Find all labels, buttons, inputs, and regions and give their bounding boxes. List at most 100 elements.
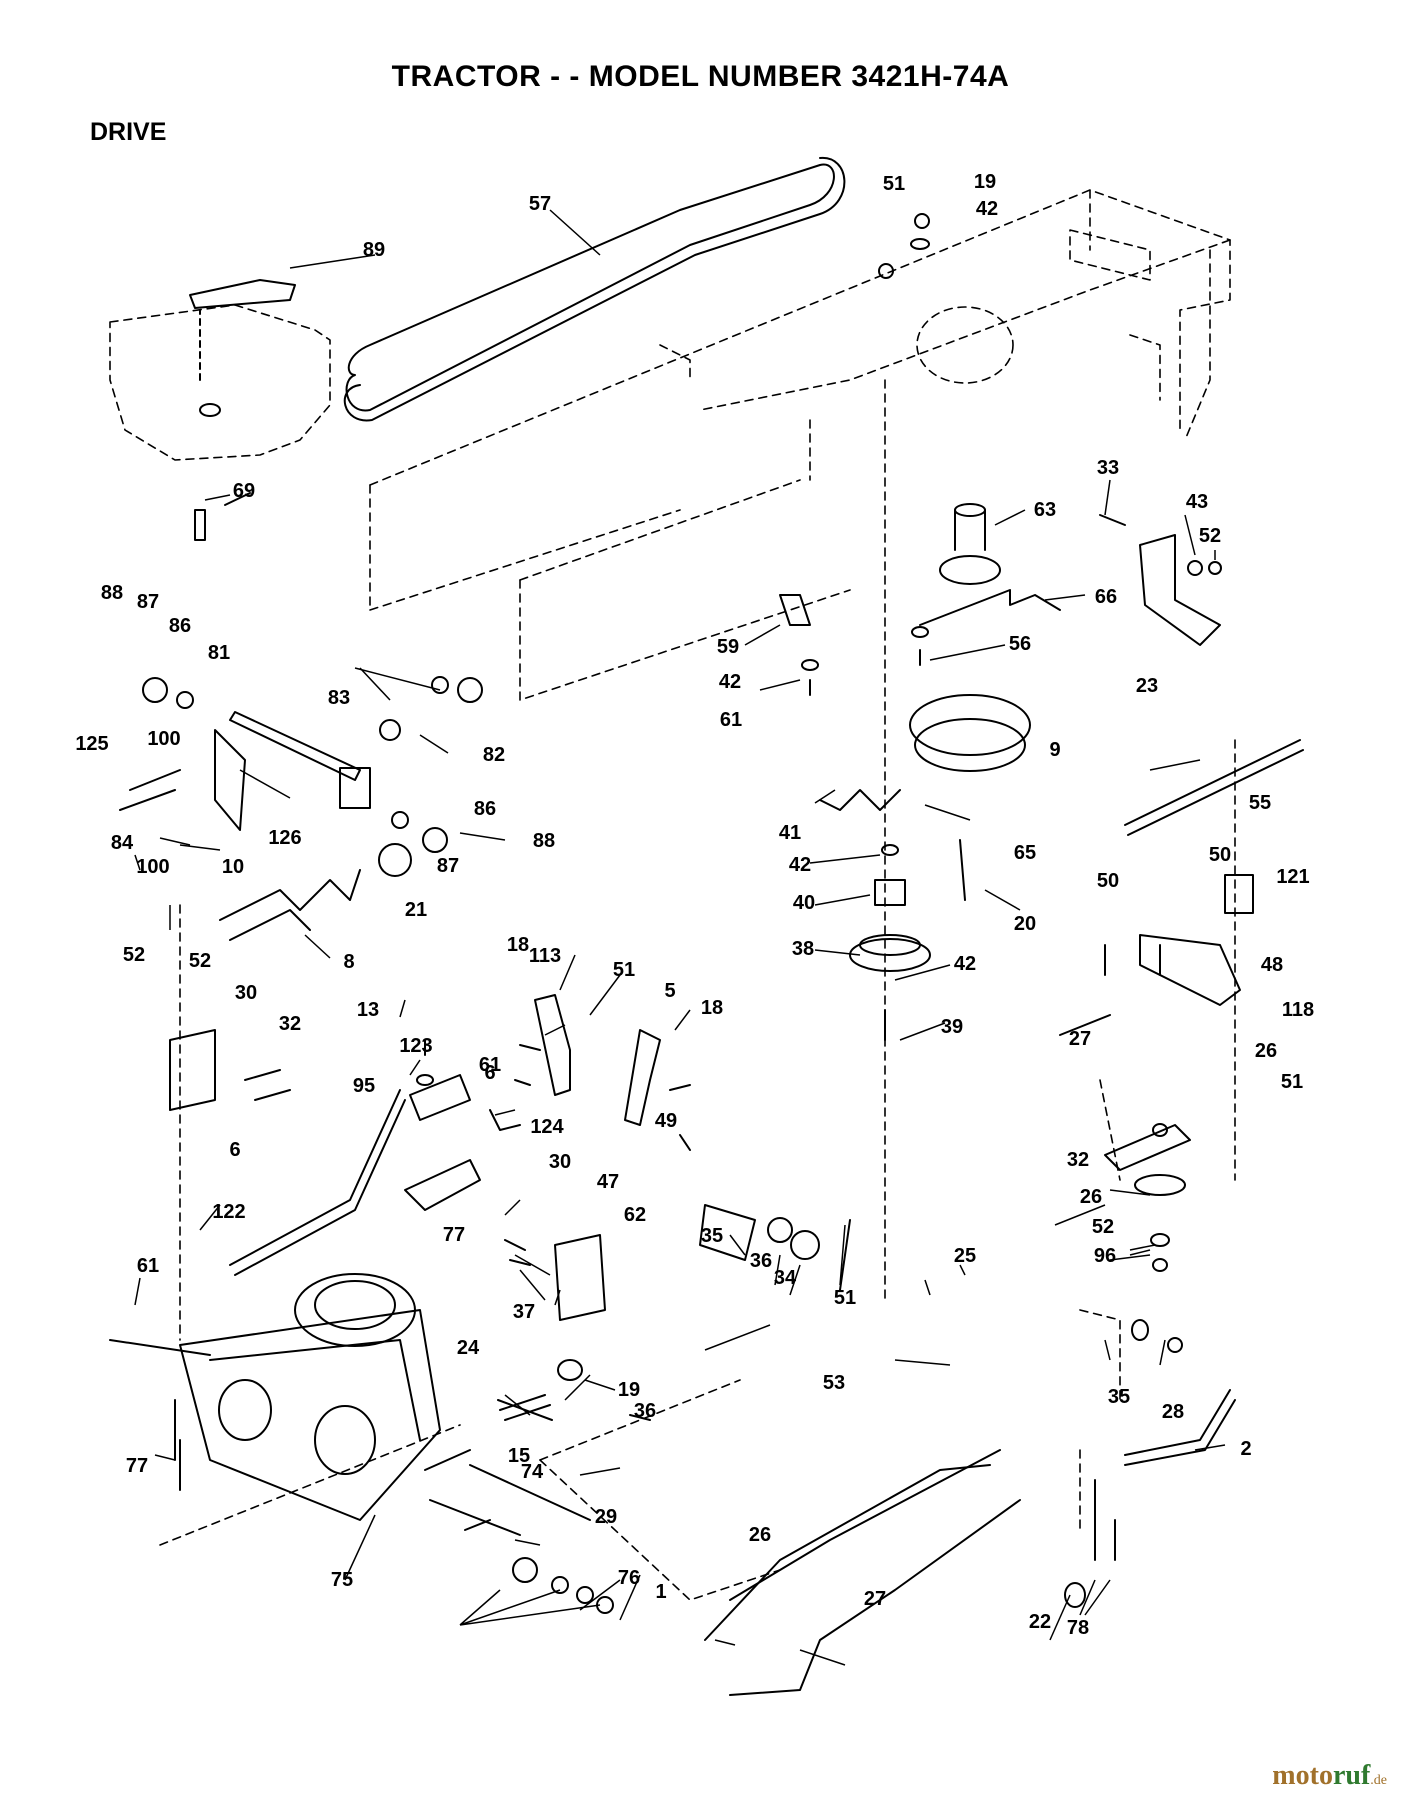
part-callout: 96 [1093,1245,1117,1267]
part-callout: 38 [791,938,815,960]
part-callout: 42 [975,198,999,220]
part-callout: 1 [655,1581,667,1603]
brand-part-moto: moto [1272,1760,1333,1791]
mount-plate-30 [169,1029,216,1111]
motoruf-watermark-logo: motoruf.de [1272,1760,1387,1792]
part-callout: 56 [1008,633,1032,655]
part-callout: 83 [327,687,351,709]
part-callout: 2 [1240,1438,1252,1460]
part-callout: 23 [1135,675,1159,697]
leader-lines [134,209,1226,1666]
belt-guide-66 [919,589,1061,626]
part-callout: 32 [1066,1149,1090,1171]
part-callout: 13 [356,999,380,1021]
part-callout: 87 [436,855,460,877]
part-callout: 49 [654,1110,678,1132]
part-callout: 24 [456,1337,480,1359]
part-callout: 21 [404,899,428,921]
mount-plate-30b [554,1234,606,1321]
part-callout: 32 [278,1013,302,1035]
part-callout: 123 [399,1035,433,1057]
part-callout: 18 [506,934,530,956]
part-callout: 51 [612,959,636,981]
part-callout: 53 [822,1372,846,1394]
rod-22 [729,1449,1001,1601]
part-callout: 6 [484,1062,496,1084]
part-callout: 5 [664,980,676,1002]
part-callout: 36 [749,1250,773,1272]
part-callout: 113 [528,945,562,967]
part-callout: 35 [1107,1386,1131,1408]
part-callout: 61 [478,1054,502,1076]
drive-belt [343,156,846,422]
bracket-23 [1139,534,1221,646]
brand-part-ruf: ruf [1332,1760,1371,1791]
part-callout: 34 [773,1267,797,1289]
part-callout: 69 [232,480,256,502]
idler-pulley-47 [1104,1124,1191,1196]
part-callout: 122 [212,1201,246,1223]
part-callout: 66 [1094,586,1118,608]
part-callout: 26 [1254,1040,1278,1062]
part-callout: 126 [268,827,302,849]
part-callout: 57 [528,193,552,215]
part-callout: 19 [973,171,997,193]
part-callout: 36 [633,1400,657,1422]
fasteners [174,213,1222,1608]
belt-guide-41 [819,789,901,811]
part-callout: 52 [1091,1216,1115,1238]
part-callout: 47 [596,1171,620,1193]
part-callout: 76 [617,1567,641,1589]
part-callout: 89 [362,239,386,261]
part-callout: 52 [122,944,146,966]
part-callout: 25 [953,1245,977,1267]
part-callout: 35 [700,1225,724,1247]
spring-55 [1124,739,1304,836]
part-callout: 75 [330,1569,354,1591]
shift-lever [219,869,361,941]
page-title: TRACTOR - - MODEL NUMBER 3421H-74A [391,60,1010,93]
part-callout: 20 [1013,913,1037,935]
part-callout: 6 [229,1139,241,1161]
part-callout: 37 [512,1301,536,1323]
part-callout: 50 [1208,844,1232,866]
bracket-122 [404,1159,481,1211]
part-callout: 39 [940,1016,964,1038]
part-callout: 50 [1096,870,1120,892]
shift-shaft-assembly [119,676,483,853]
part-callout: 51 [1280,1071,1304,1093]
transmission [109,1273,521,1536]
part-callout: 125 [75,733,109,755]
part-callout: 84 [110,832,134,854]
part-callout: 78 [1066,1617,1090,1639]
part-callout: 86 [473,798,497,820]
part-callout: 42 [718,671,742,693]
part-callout: 55 [1248,792,1272,814]
part-callout: 95 [352,1075,376,1097]
part-callout: 42 [953,953,977,975]
part-callout: 82 [482,744,506,766]
part-callout: 61 [136,1255,160,1277]
pulley-38 [849,879,931,972]
part-callout: 29 [594,1506,618,1528]
part-callout: 77 [125,1455,149,1477]
part-callout: 48 [1260,954,1284,976]
part-callout: 22 [1028,1611,1052,1633]
part-callout: 30 [548,1151,572,1173]
bracket-5 [624,1029,661,1126]
part-callout: 26 [748,1524,772,1546]
part-callout: 63 [1033,499,1057,521]
part-callout: 41 [778,822,802,844]
idler-arm-48 [1139,934,1241,1006]
part-callout: 27 [1068,1028,1092,1050]
part-callout: 33 [1096,457,1120,479]
part-callout: 86 [168,615,192,637]
pulley-63 [939,503,1001,585]
part-callout: 61 [719,709,743,731]
part-callout: 8 [343,951,355,973]
part-callout: 18 [700,997,724,1019]
spring-25 [497,1394,553,1421]
part-callout: 124 [530,1116,564,1138]
part-callout: 88 [100,582,124,604]
